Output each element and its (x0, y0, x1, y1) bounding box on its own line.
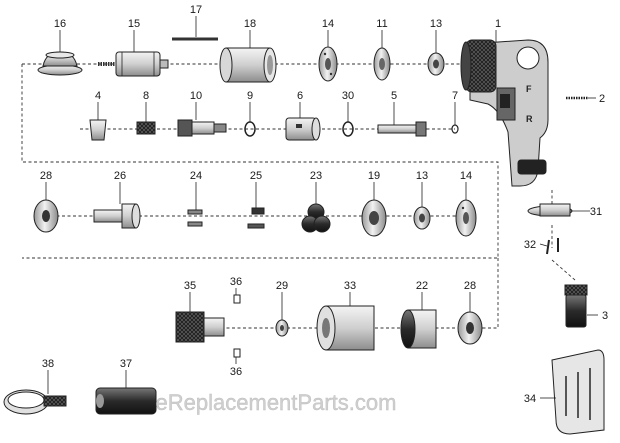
callout-4: 4 (95, 90, 101, 102)
callout-17: 17 (190, 4, 202, 16)
callout-14-lower: 14 (460, 170, 472, 182)
part-22-ring-gear (400, 309, 437, 349)
part-4-valve-cap (89, 119, 107, 141)
callout-35: 35 (184, 280, 196, 292)
callout-7: 7 (452, 90, 458, 102)
callout-38: 38 (42, 358, 54, 370)
part-35-chuck (175, 311, 225, 343)
part-19-gear-ring (361, 199, 387, 237)
callout-24: 24 (190, 170, 202, 182)
part-34-grip-sleeve (551, 349, 605, 435)
part-33-clutch-housing (316, 305, 375, 351)
part-8-spring (136, 121, 156, 135)
part-24-pins (187, 209, 203, 227)
callout-11: 11 (376, 18, 387, 30)
callout-14-top: 14 (322, 18, 334, 30)
part-5-valve-stem (377, 121, 427, 137)
assembly-guide-line-left (21, 64, 499, 259)
callout-10: 10 (190, 90, 202, 102)
callout-9: 9 (247, 90, 253, 102)
part-11-plate (373, 47, 391, 81)
callout-22: 22 (416, 280, 428, 292)
callout-28-lower: 28 (464, 280, 476, 292)
callout-13-top: 13 (430, 18, 442, 30)
callout-23: 23 (310, 170, 322, 182)
part-25-gears (247, 207, 265, 229)
callout-labels: 1 2 3 4 5 6 7 8 9 10 11 13 13 14 14 15 1… (40, 4, 608, 405)
part-28-bearing-lower (457, 311, 483, 345)
callout-16: 16 (54, 18, 66, 30)
part-31-exhaust-deflector (527, 203, 573, 217)
part-3-air-inlet (564, 284, 588, 328)
callout-26: 26 (114, 170, 126, 182)
part-28-bearing (33, 199, 59, 233)
part-29-washer (275, 319, 289, 337)
part-38-hanger (3, 389, 67, 415)
part-15-rotor (98, 51, 169, 77)
part-36-screw-bottom (233, 348, 241, 358)
callout-3: 3 (602, 310, 608, 322)
reverse-mark: R (526, 114, 533, 124)
part-18-cylinder (219, 47, 277, 83)
part-32-screws (546, 238, 559, 255)
callout-25: 25 (250, 170, 262, 182)
part-36-screw-top (233, 294, 241, 304)
part-37-extension (95, 387, 157, 415)
part-23-planetary-gears (301, 203, 331, 233)
part-13-bearing (427, 52, 445, 76)
callout-36-bottom: 36 (230, 366, 242, 378)
part-16-boot (37, 51, 83, 76)
callout-30: 30 (342, 90, 354, 102)
watermark-text: eReplacementParts.com (156, 390, 397, 415)
callout-18: 18 (244, 18, 256, 30)
callout-2: 2 (599, 93, 605, 105)
callout-1: 1 (495, 18, 501, 30)
part-10-throttle-valve (177, 119, 227, 137)
part-26-spindle (93, 203, 141, 229)
part-1-housing: F R (460, 39, 549, 187)
part-14-plate-lower (455, 199, 477, 237)
leader-lines (45, 16, 598, 399)
callout-19: 19 (368, 170, 380, 182)
callout-15: 15 (128, 18, 140, 30)
forward-mark: F (526, 84, 532, 94)
part-14-end-plate (318, 46, 338, 82)
callout-37: 37 (120, 358, 132, 370)
callout-28-upper: 28 (40, 170, 52, 182)
callout-6: 6 (297, 90, 303, 102)
callout-34: 34 (524, 393, 536, 405)
part-13-bearing-lower (413, 206, 431, 230)
callout-13-lower: 13 (416, 170, 428, 182)
callout-8: 8 (143, 90, 149, 102)
callout-32: 32 (524, 239, 536, 251)
part-6-bushing (285, 117, 321, 141)
callout-29: 29 (276, 280, 288, 292)
callout-31: 31 (590, 206, 602, 218)
callout-36-top: 36 (230, 276, 242, 288)
callout-33: 33 (344, 280, 356, 292)
callout-5: 5 (391, 90, 397, 102)
